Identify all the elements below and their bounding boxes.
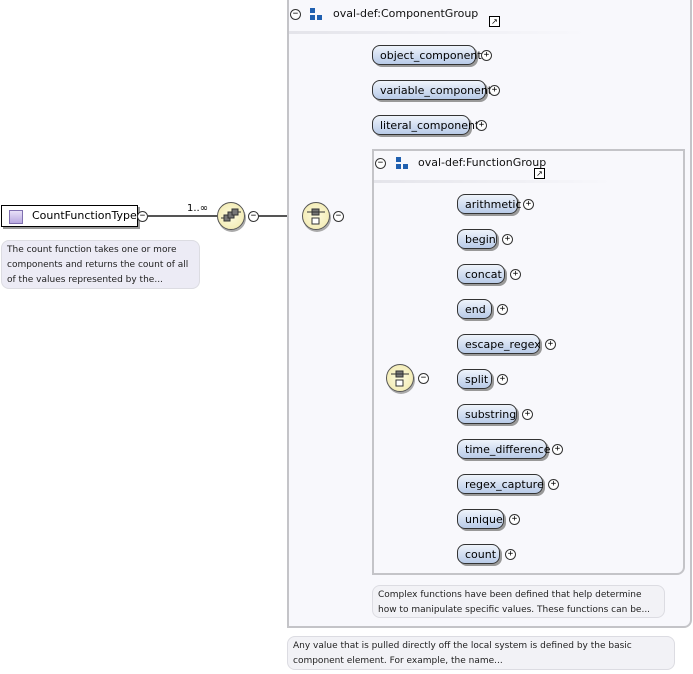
sequence-icon — [218, 203, 244, 229]
group-icon — [310, 8, 323, 21]
element-regex-capture[interactable]: regex_capture — [457, 474, 543, 494]
choice-compositor[interactable] — [302, 202, 330, 230]
sequence-compositor[interactable] — [217, 202, 245, 230]
expand-icon[interactable]: + — [481, 50, 492, 61]
complex-type-icon — [9, 210, 23, 224]
element-split[interactable]: split — [457, 369, 492, 389]
element-variable-component[interactable]: variable_component — [372, 80, 486, 100]
expand-icon[interactable]: + — [505, 549, 516, 560]
expand-icon[interactable]: + — [552, 444, 563, 455]
group-icon — [396, 157, 409, 170]
function-group-documentation-note: Complex functions have been defined that… — [372, 585, 665, 618]
collapse-icon[interactable]: − — [333, 211, 344, 222]
choice-icon — [387, 365, 413, 391]
collapse-icon[interactable]: − — [418, 373, 429, 384]
expand-icon[interactable]: + — [489, 85, 500, 96]
expand-icon[interactable]: + — [523, 199, 534, 210]
component-group-documentation-note: Any value that is pulled directly off th… — [287, 636, 675, 670]
choice-icon — [303, 203, 329, 229]
expand-icon[interactable]: + — [497, 304, 508, 315]
element-time-difference[interactable]: time_difference — [457, 439, 547, 459]
cardinality-label: 1..∞ — [187, 203, 208, 214]
root-documentation-note: The count function takes one or more com… — [1, 240, 200, 289]
collapse-icon[interactable]: − — [375, 158, 386, 169]
expand-icon[interactable]: + — [509, 514, 520, 525]
function-group-title: oval-def:FunctionGroup — [418, 156, 546, 169]
function-group-box — [372, 149, 685, 575]
expand-icon[interactable]: + — [510, 269, 521, 280]
expand-icon[interactable]: + — [497, 374, 508, 385]
element-escape-regex[interactable]: escape_regex — [457, 334, 540, 354]
external-link-icon[interactable]: ↗ — [489, 16, 500, 27]
expand-icon[interactable]: + — [476, 120, 487, 131]
element-count[interactable]: count — [457, 544, 500, 564]
element-object-component[interactable]: object_component — [372, 45, 476, 65]
element-arithmetic[interactable]: arithmetic — [457, 194, 518, 214]
collapse-icon[interactable]: − — [290, 9, 301, 20]
collapse-icon[interactable]: − — [248, 211, 259, 222]
external-link-icon[interactable]: ↗ — [534, 168, 545, 179]
expand-icon[interactable]: + — [548, 479, 559, 490]
expand-icon[interactable]: + — [502, 234, 513, 245]
collapse-icon[interactable]: − — [137, 211, 148, 222]
root-element-count-function-type[interactable]: CountFunctionType — [1, 205, 138, 227]
element-unique[interactable]: unique — [457, 509, 504, 529]
expand-icon[interactable]: + — [522, 409, 533, 420]
element-concat[interactable]: concat — [457, 264, 505, 284]
element-end[interactable]: end — [457, 299, 492, 319]
expand-icon[interactable]: + — [545, 339, 556, 350]
element-literal-component[interactable]: literal_component — [372, 115, 470, 135]
element-begin[interactable]: begin — [457, 229, 497, 249]
root-label: CountFunctionType — [32, 209, 137, 222]
element-substring[interactable]: substring — [457, 404, 517, 424]
component-group-title: oval-def:ComponentGroup — [333, 7, 478, 20]
choice-compositor[interactable] — [386, 364, 414, 392]
